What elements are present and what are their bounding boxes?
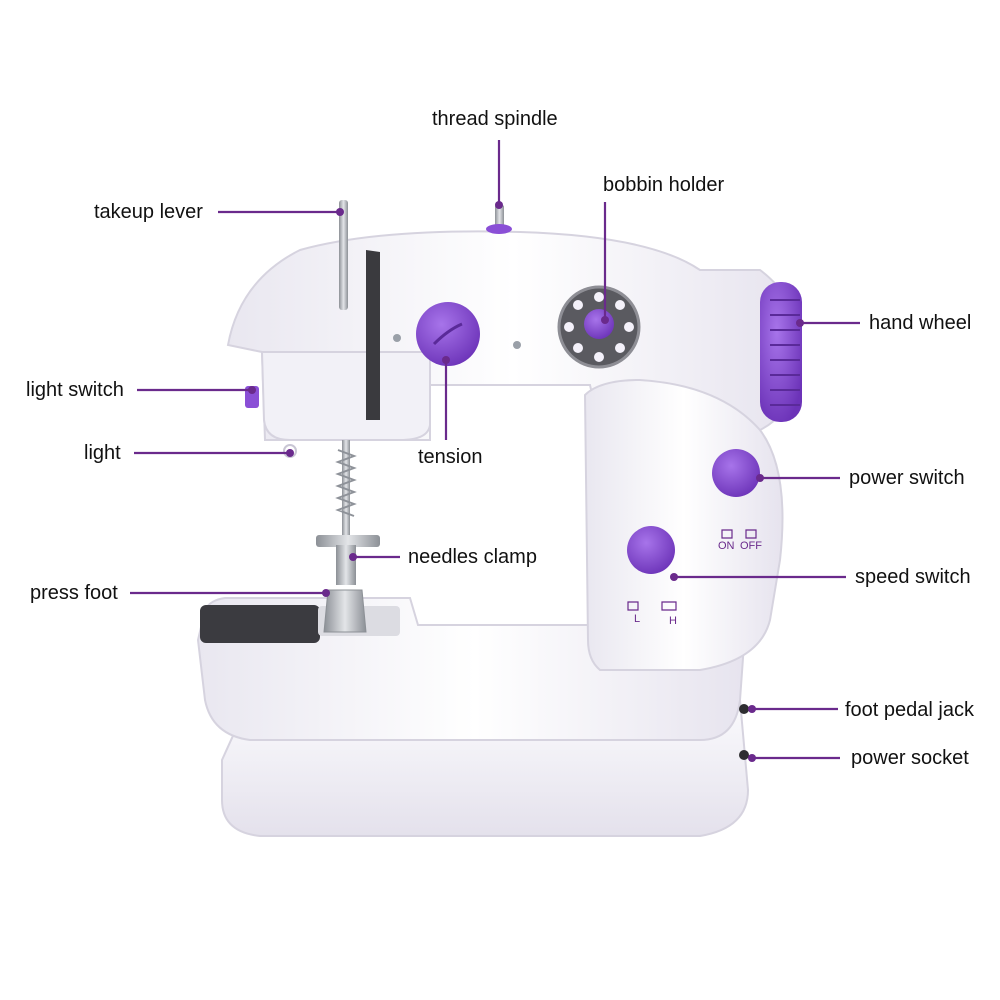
power-off-marking: OFF xyxy=(740,540,762,552)
power-on-marking: ON xyxy=(718,540,735,552)
thread-spindle-post xyxy=(495,205,504,229)
dot-power-switch xyxy=(756,474,764,482)
dot-press-foot xyxy=(322,589,330,597)
dot-takeup-lever xyxy=(336,208,344,216)
sewing-machine: ON OFF L H xyxy=(196,200,802,837)
needle-plate xyxy=(200,605,320,643)
needle-bar-spring xyxy=(335,449,357,517)
dot-foot-pedal-jack xyxy=(748,705,756,713)
dot-light-switch xyxy=(248,386,256,394)
label-hand-wheel: hand wheel xyxy=(869,312,972,334)
hand-wheel-ridges xyxy=(770,299,800,406)
power-switch-button xyxy=(712,449,760,497)
label-speed-switch: speed switch xyxy=(855,566,971,588)
bobbin-holes xyxy=(564,292,634,362)
dot-speed-switch xyxy=(670,573,678,581)
needle-clamp-body xyxy=(336,545,356,585)
label-takeup-lever: takeup lever xyxy=(94,201,203,223)
label-light: light xyxy=(84,442,121,464)
thread-guide-right xyxy=(513,341,521,349)
power-socket-port xyxy=(739,750,749,760)
leader-dots xyxy=(248,201,804,762)
label-needles-clamp: needles clamp xyxy=(408,546,537,568)
label-foot-pedal-jack: foot pedal jack xyxy=(845,699,974,721)
dot-thread-spindle xyxy=(495,201,503,209)
label-power-switch: power switch xyxy=(849,467,965,489)
needle-clamp-block xyxy=(316,535,380,547)
takeup-lever-bar xyxy=(339,200,348,310)
tension-knob-mark xyxy=(432,322,463,346)
speed-high-marking: H xyxy=(669,615,677,627)
tension-knob xyxy=(416,302,480,366)
dot-light xyxy=(286,449,294,457)
speed-low-marking: L xyxy=(634,613,640,625)
label-bobbin-holder: bobbin holder xyxy=(603,174,725,196)
thread-spindle-cap xyxy=(486,224,512,234)
dot-hand-wheel xyxy=(796,319,804,327)
dot-power-socket xyxy=(748,754,756,762)
label-thread-spindle: thread spindle xyxy=(432,108,558,130)
foot-pedal-jack-port xyxy=(739,704,749,714)
thread-guide-left xyxy=(393,334,401,342)
speed-switch-markings: L H xyxy=(627,601,677,627)
label-light-switch: light switch xyxy=(26,379,124,401)
label-power-socket: power socket xyxy=(851,747,969,769)
dot-needles-clamp xyxy=(349,553,357,561)
label-press-foot: press foot xyxy=(30,582,118,604)
thread-guide-slot xyxy=(366,250,380,420)
machine-column xyxy=(583,378,784,671)
presser-foot xyxy=(323,589,367,633)
label-tension: tension xyxy=(418,446,483,468)
dot-bobbin-holder xyxy=(601,316,609,324)
bobbin-hub xyxy=(584,309,614,339)
speed-switch-button xyxy=(627,526,675,574)
power-switch-markings: ON OFF xyxy=(718,529,762,552)
dot-tension xyxy=(442,356,450,364)
leader-lines xyxy=(130,140,860,760)
machine-head xyxy=(260,351,431,441)
hand-wheel xyxy=(760,282,802,422)
